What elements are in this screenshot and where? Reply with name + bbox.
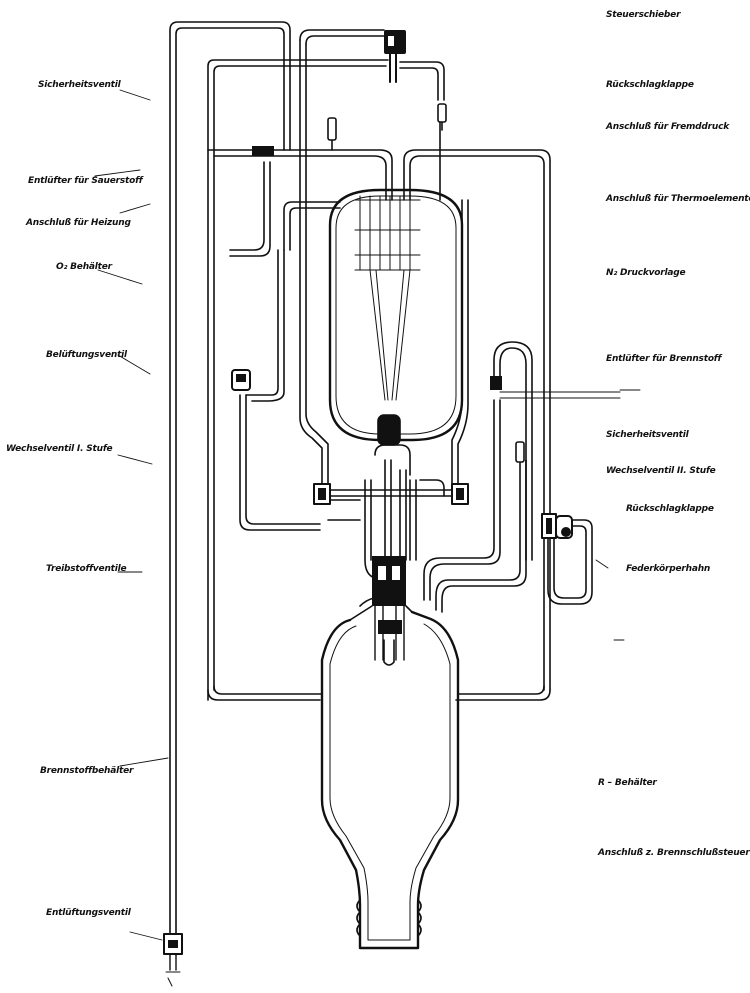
label-r-behaelter: R – Behälter bbox=[598, 778, 657, 788]
label-treibstoffventile: Treibstoffventile bbox=[46, 564, 127, 574]
label-brennschlusssteuerung: Anschluß z. Brennschlußsteuerung bbox=[598, 848, 750, 858]
o2-tank bbox=[328, 188, 464, 442]
label-entluefter-sauerstoff: Entlüfter für Sauerstoff bbox=[28, 176, 143, 186]
label-wechselventil-1: Wechselventil I. Stufe bbox=[6, 444, 113, 454]
label-rueckschlagklappe: Rückschlagklappe bbox=[606, 80, 694, 90]
label-brennstoffbehaelter: Brennstoffbehälter bbox=[40, 766, 134, 776]
label-steuerschieber: Steuerschieber bbox=[606, 10, 681, 20]
heater-line bbox=[229, 161, 265, 251]
label-sicherheitsventil-left: Sicherheitsventil bbox=[38, 80, 121, 90]
central-feed bbox=[384, 459, 392, 561]
upper-manifold bbox=[207, 149, 393, 201]
label-n2-druckvorlage: N₂ Druckvorlage bbox=[606, 268, 686, 278]
label-federkoerperhahn: Federkörperhahn bbox=[626, 564, 711, 574]
label-entluefter-brennstoff: Entlüfter für Brennstoff bbox=[606, 354, 722, 364]
control-manifold bbox=[207, 59, 389, 701]
label-belueftungsventil: Belüftungsventil bbox=[46, 350, 127, 360]
label-entlueftungsventil: Entlüftungsventil bbox=[46, 908, 131, 918]
label-anschluss-thermoelemente: Anschluß für Thermoelemente bbox=[606, 194, 750, 204]
label-anschluss-fremddruck: Anschluß für Fremddruck bbox=[606, 122, 729, 132]
r-tank bbox=[320, 610, 460, 950]
label-wechselventil-2: Wechselventil II. Stufe bbox=[606, 466, 716, 476]
label-o2-behaelter: O₂ Behälter bbox=[56, 262, 112, 272]
label-sicherheitsventil-right: Sicherheitsventil bbox=[606, 430, 689, 440]
outer-vent-pipe bbox=[169, 21, 291, 956]
fuel-valve-block bbox=[372, 556, 406, 606]
control-valve bbox=[384, 30, 406, 54]
label-rueckschlagklappe-2: Rückschlagklappe bbox=[626, 504, 714, 514]
label-anschluss-heizung: Anschluß für Heizung bbox=[26, 218, 131, 228]
